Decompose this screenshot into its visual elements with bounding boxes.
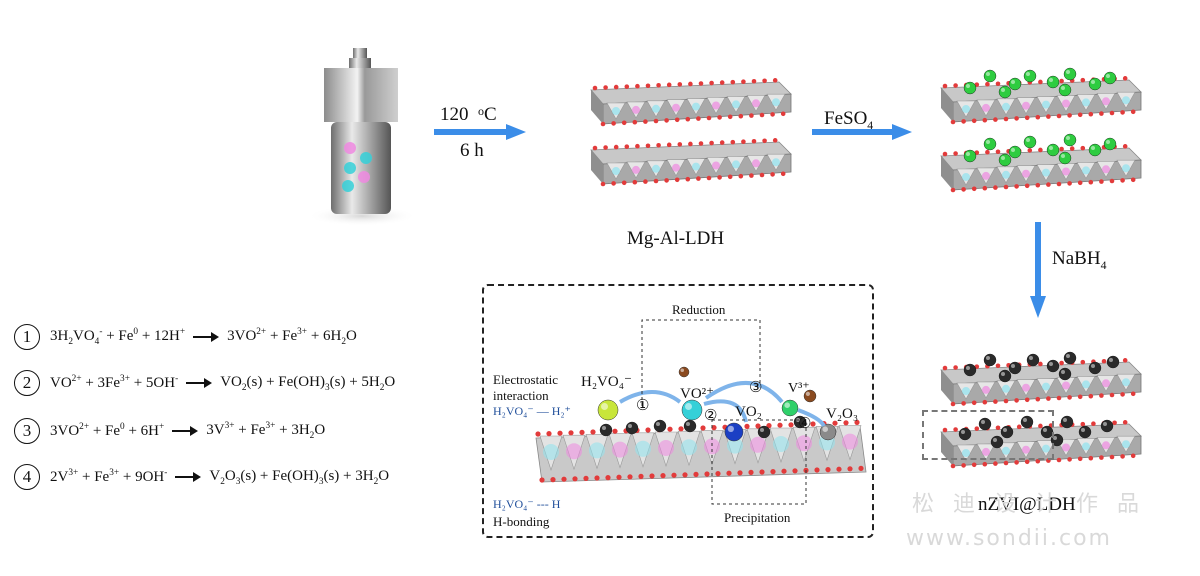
equation-number: 2 (14, 370, 40, 396)
fe-ion-particles (963, 67, 1117, 99)
species-vo2: VO₂ (735, 404, 762, 420)
oxygen-ball-icon (803, 389, 817, 403)
h-bonding-label: H-bonding (493, 514, 550, 529)
v2o3-precipitate (819, 423, 837, 441)
mechanism-panel (482, 284, 874, 538)
ldh-sheet (590, 138, 792, 187)
species-v3: V³⁺ (788, 381, 810, 396)
equation-1: 1 3H2VO4- + Fe0 + 12H+ 3VO2+ + Fe3+ + 6H2O (14, 324, 357, 350)
species-vo2plus: VO²⁺ (680, 386, 715, 402)
step1-time: 6 h (460, 140, 484, 161)
equation-products: 3V3+ + Fe3+ + 3H2O (206, 421, 326, 441)
interaction-label: interaction (493, 388, 549, 403)
watermark-url: www.sondii.com (906, 526, 1112, 551)
species-h2vo4: H₂VO₄⁻ (581, 374, 632, 390)
equation-products: VO2(s) + Fe(OH)3(s) + 5H2O (220, 373, 396, 393)
reduction-bracket (641, 319, 761, 406)
electrostatic-label: Electrostatic (493, 372, 558, 387)
reaction-arrow-icon (175, 472, 202, 482)
step-marker-3: ③ (749, 380, 763, 396)
reaction-arrow-icon (186, 378, 213, 388)
oxygen-ball-icon (678, 366, 690, 378)
step3-reagent: NaBH4 (1052, 248, 1107, 272)
step2-arrow (812, 124, 912, 140)
reactor-particles (342, 142, 372, 192)
equation-4: 4 2V3+ + Fe3+ + 9OH- V2O3(s) + Fe(OH)3(s) … (14, 464, 389, 490)
fe-ion-particles (963, 133, 1117, 167)
vanadyl-ion (681, 399, 703, 421)
arrow-step-3 (704, 381, 784, 404)
nzvi-ldh-structure (940, 351, 1142, 469)
vanadate-ion (597, 399, 619, 421)
equation-reactants: 3VO2+ + Fe0 + 6H+ (50, 422, 165, 439)
arrow-step-2 (703, 399, 748, 423)
mechanism-diagram (535, 319, 867, 505)
watermark-cn: 松 迪 设 计 作 品 (912, 492, 1145, 517)
precipitation-bracket (711, 419, 807, 505)
nzvi-surface-particles (599, 415, 807, 439)
equation-products: V2O3(s) + Fe(OH)3(s) + 3H2O (209, 467, 390, 487)
equation-2: 2 VO2+ + 3Fe3+ + 5OH- VO2(s) + Fe(OH)3(s) … (14, 370, 395, 396)
ldh-label: Mg-Al-LDH (627, 228, 725, 249)
equation-3: 3 3VO2+ + Fe0 + 6H+ 3V3+ + Fe3+ + 3H2O (14, 418, 325, 444)
electrostatic-pair: H₂VO₄⁻ — H₂⁺ (493, 404, 571, 418)
species-v2o3: V₂O₃ (826, 406, 859, 422)
step-marker-4: ④ (798, 416, 812, 432)
precipitation-label: Precipitation (724, 510, 791, 525)
zoom-dashed-box (922, 410, 1054, 460)
fe-loaded-ldh-structure (940, 67, 1142, 193)
ldh-sheet (590, 78, 792, 127)
equation-number: 1 (14, 324, 40, 350)
step-marker-2: ② (704, 408, 718, 424)
hbond-pair: H₂VO₄⁻ --- H (493, 497, 561, 511)
reaction-arrow-icon (172, 426, 199, 436)
step3-arrow (1030, 222, 1046, 318)
equation-number: 4 (14, 464, 40, 490)
step-marker-1: ① (636, 398, 650, 414)
equation-number: 3 (14, 418, 40, 444)
mg-al-ldh-structure (590, 78, 792, 187)
step1-arrow (434, 124, 526, 140)
equation-reactants: 2V3+ + Fe3+ + 9OH- (50, 468, 168, 485)
autoclave-reactor (307, 48, 417, 226)
step1-temperature: 120 oC (440, 104, 497, 125)
reaction-arrow-icon (193, 332, 220, 342)
equation-products: 3VO2+ + Fe3+ + 6H2O (227, 327, 357, 347)
reduction-label: Reduction (672, 302, 726, 317)
arrow-step-4 (797, 408, 826, 428)
product-label: nZVI@LDH (978, 494, 1076, 515)
equation-reactants: 3H2VO4- + Fe0 + 12H+ (50, 327, 186, 347)
step2-reagent: FeSO4 (824, 108, 874, 132)
nzvi-particles (963, 351, 1120, 383)
arrow-step-1 (618, 390, 682, 404)
vo2-precipitate (724, 422, 744, 442)
ldh-substrate (535, 419, 867, 483)
v3-ion (781, 399, 799, 417)
equation-reactants: VO2+ + 3Fe3+ + 5OH- (50, 374, 179, 391)
